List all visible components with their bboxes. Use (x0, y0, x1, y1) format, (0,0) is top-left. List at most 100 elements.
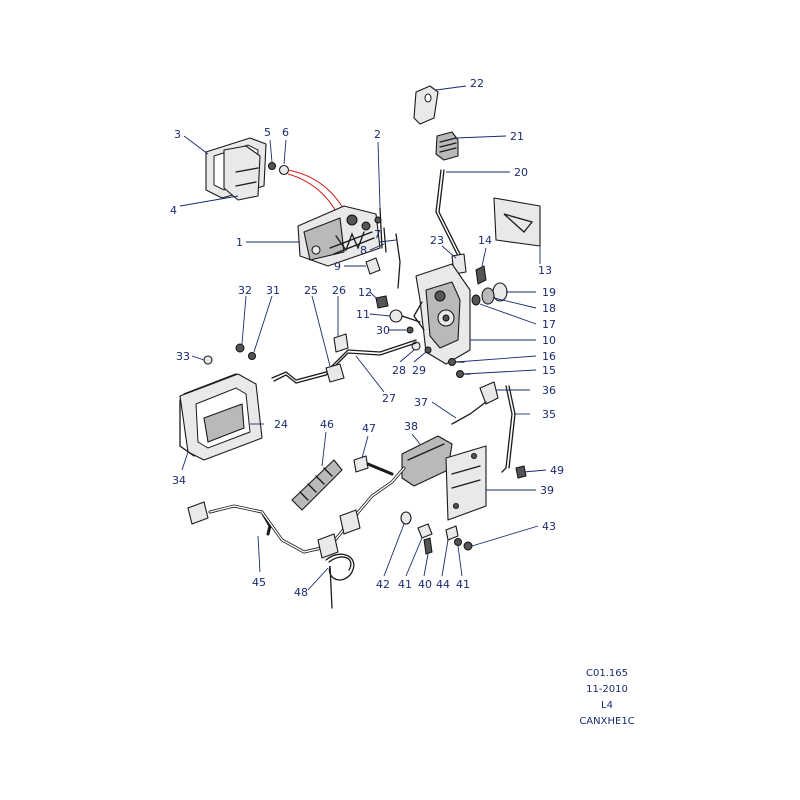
callout-38: 38 (404, 420, 418, 433)
callout-48: 48 (294, 586, 308, 599)
callout-41-left: 41 (398, 578, 412, 591)
callout-2: 2 (374, 128, 381, 141)
part-15-screw (456, 370, 464, 378)
part-46-sleeve (291, 459, 343, 511)
part-40-bolt (423, 537, 433, 555)
part-39-plate (445, 445, 487, 521)
callout-3: 3 (174, 128, 181, 141)
part-38-actuator (401, 435, 453, 487)
part-17-nut (471, 294, 481, 306)
part-9-clip (365, 257, 381, 275)
callout-35: 35 (542, 408, 556, 421)
part-27-rod (271, 339, 417, 381)
part-26-clip (333, 333, 349, 353)
part-drawings (179, 85, 541, 609)
part-45-connector-a (187, 501, 209, 525)
callout-4: 4 (170, 204, 177, 217)
callout-7: 7 (374, 228, 381, 241)
callout-17: 17 (542, 318, 556, 331)
part-41-washer-b (454, 538, 462, 546)
callout-40: 40 (418, 578, 432, 591)
part-22-clip (413, 85, 439, 125)
callout-23: 23 (430, 234, 444, 247)
callout-12: 12 (358, 286, 372, 299)
part-21-knob (435, 131, 459, 161)
part-4-bracket (223, 145, 261, 201)
callout-10: 10 (542, 334, 556, 347)
part-34-gasket (179, 373, 237, 457)
callout-15: 15 (542, 364, 556, 377)
part-2-link (379, 207, 383, 249)
callout-24: 24 (274, 418, 288, 431)
diagram-reference: CANXHE1C (579, 716, 635, 727)
callout-37: 37 (414, 396, 428, 409)
callout-numbers: 22 3 5 6 2 21 20 4 1 7 8 23 14 13 9 19 3… (170, 77, 564, 599)
part-32-screw (235, 343, 245, 353)
part-42-bush (400, 511, 412, 525)
callout-27: 27 (382, 392, 396, 405)
part-25-clip (325, 363, 345, 383)
part-12-clip (375, 295, 389, 309)
part-35-rod (501, 385, 513, 473)
callout-8: 8 (360, 244, 367, 257)
part-30-clip (406, 326, 414, 334)
callout-9: 9 (334, 260, 341, 273)
callout-20: 20 (514, 166, 528, 179)
callout-33: 33 (176, 350, 190, 363)
callout-18: 18 (542, 302, 556, 315)
part-29-clip (424, 346, 432, 354)
part-14-screw (475, 265, 487, 285)
callout-47: 47 (362, 422, 376, 435)
callout-25: 25 (304, 284, 318, 297)
callout-16: 16 (542, 350, 556, 363)
part-7-rod (395, 233, 401, 289)
part-48-cable-tie (325, 553, 355, 609)
part-49-clip (515, 465, 527, 479)
part-37-rod (451, 401, 487, 425)
callout-14: 14 (478, 234, 492, 247)
part-45-harness (208, 462, 406, 554)
callout-46: 46 (320, 418, 334, 431)
part-36-bracket (479, 381, 499, 405)
callout-5: 5 (264, 126, 271, 139)
callout-49: 49 (550, 464, 564, 477)
callout-41-right: 41 (456, 578, 470, 591)
part-44-clip (445, 525, 459, 541)
callout-19: 19 (542, 286, 556, 299)
callout-26: 26 (332, 284, 346, 297)
callout-39: 39 (540, 484, 554, 497)
callout-13: 13 (538, 264, 552, 277)
callout-42: 42 (376, 578, 390, 591)
callout-29: 29 (412, 364, 426, 377)
callout-28: 28 (392, 364, 406, 377)
callout-43: 43 (542, 520, 556, 533)
leader-lines (179, 85, 547, 591)
part-47-grommet (353, 455, 369, 473)
part-31-screw (248, 352, 256, 360)
diagram-variant: L4 (601, 700, 613, 711)
callout-21: 21 (510, 130, 524, 143)
part-43-screw (463, 541, 473, 551)
part-18-bush (481, 287, 495, 305)
callout-30: 30 (376, 324, 390, 337)
callout-31: 31 (266, 284, 280, 297)
part-5-nut (268, 162, 276, 170)
diagram-code: C01.165 (586, 668, 628, 679)
diagram-footer: C01.165 11-2010 L4 CANXHE1C (562, 666, 652, 730)
part-41-washer-a (417, 523, 433, 539)
callout-1: 1 (236, 236, 243, 249)
part-13-plate (493, 197, 541, 247)
part-11-bush (389, 309, 403, 323)
callout-45: 45 (252, 576, 266, 589)
callout-36: 36 (542, 384, 556, 397)
callout-6: 6 (282, 126, 289, 139)
part-16-screw (448, 358, 456, 366)
part-33-screw (203, 355, 213, 365)
part-45-connector-b (339, 509, 361, 535)
part-45-connector-c (317, 533, 339, 559)
diagram-date: 11-2010 (586, 684, 628, 695)
callout-11: 11 (356, 308, 370, 321)
callout-44: 44 (436, 578, 450, 591)
